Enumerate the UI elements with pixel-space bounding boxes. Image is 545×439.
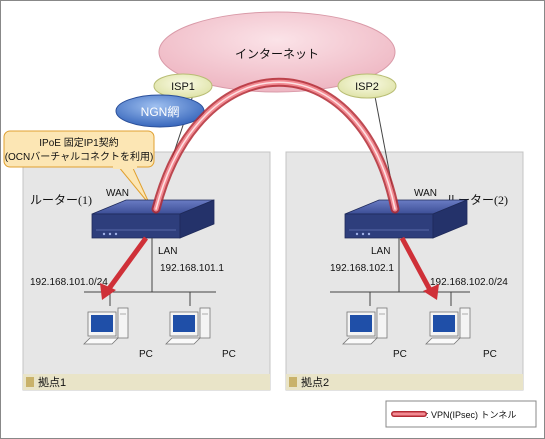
legend-box	[385, 400, 537, 428]
site-1-network: 192.168.101.0/24	[30, 277, 108, 288]
callout-box	[3, 130, 155, 168]
router-1-lan-label: LAN	[158, 246, 177, 257]
site-2-pc-1-label: PC	[393, 349, 407, 360]
router-1-label: ルーター(1)	[30, 193, 92, 207]
legend-label: : VPN(IPsec) トンネル	[426, 410, 516, 420]
router-2-wan-label: WAN	[414, 188, 437, 199]
isp-1-label: ISP1	[171, 81, 195, 93]
router-1-wan-label: WAN	[106, 188, 129, 199]
site-1-tunnel-arrow	[100, 236, 149, 300]
site-1-title-bar	[23, 374, 270, 390]
site-2-title-marker	[289, 377, 297, 387]
site-2-title-bar	[286, 374, 523, 390]
site-2-title: 拠点2	[301, 376, 329, 389]
site-2-network: 192.168.102.0/24	[430, 277, 508, 288]
isp-2-label: ISP2	[355, 81, 379, 93]
vpn-tunnel	[151, 77, 400, 214]
router-1-front	[91, 213, 181, 239]
internet-cloud	[158, 11, 396, 93]
callout-line-2: (OCNバーチャルコネクトを利用)	[5, 151, 154, 163]
router-1-lan-ip: 192.168.101.1	[160, 263, 224, 274]
site-1-pc-1	[83, 307, 129, 345]
site-2-tunnel-arrow	[399, 236, 439, 300]
router-2: ルーター(2) WAN LAN 192.168.102.1	[330, 188, 508, 274]
site-1-pc-2	[165, 307, 211, 345]
site-2-background	[285, 151, 524, 391]
ngn-label: NGN網	[141, 105, 180, 119]
site-2-pc-2	[425, 307, 471, 345]
router-2-lan-ip: 192.168.102.1	[330, 263, 394, 274]
site-2-panel: 拠点2	[285, 151, 524, 391]
router-1-side	[179, 199, 215, 239]
router-2-side	[432, 199, 468, 239]
site-1-pc-2-label: PC	[222, 349, 236, 360]
site-1-background	[22, 151, 271, 391]
callout-line-1: IPoE 固定IP1契約	[39, 136, 118, 149]
router-2-lan-label: LAN	[371, 246, 390, 257]
site-2-pc-2-label: PC	[483, 349, 497, 360]
legend: : VPN(IPsec) トンネル	[385, 400, 537, 428]
site-1-title: 拠点1	[38, 376, 66, 389]
router-2-front	[344, 213, 434, 239]
internet-label: インターネット	[235, 47, 319, 61]
site-2-pc-1	[342, 307, 388, 345]
site-1-pc-1-label: PC	[139, 349, 153, 360]
site-1-panel: 拠点1	[22, 151, 271, 391]
isp-2-oval	[337, 73, 397, 99]
site-1-title-marker	[26, 377, 34, 387]
ipoe-callout: IPoE 固定IP1契約 (OCNバーチャルコネクトを利用)	[3, 130, 155, 206]
